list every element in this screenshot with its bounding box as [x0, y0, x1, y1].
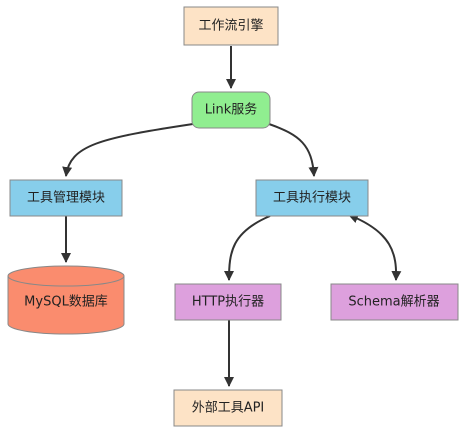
schema-parser-box: [330, 283, 459, 321]
tool-management-label: 工具管理模块: [27, 191, 105, 206]
node-http-executor: HTTP执行器: [174, 283, 282, 321]
mysql-database-cylinder-top: [7, 275, 125, 287]
tool-management-box: [9, 179, 123, 217]
edge-tool-execution-to-http-executor: [224, 215, 271, 281]
workflow-engine-label: 工作流引擎: [198, 19, 263, 34]
http-executor-label: HTTP执行器: [192, 295, 264, 310]
edge-link-service-to-tool-execution: [268, 123, 319, 177]
external-api-label: 外部工具API: [192, 401, 265, 416]
node-schema-parser: Schema解析器: [330, 283, 459, 321]
edge-link-service-to-tool-management: [62, 123, 194, 177]
schema-parser-label: Schema解析器: [348, 295, 439, 310]
node-workflow-engine: 工作流引擎: [183, 6, 279, 46]
link-service-box: [191, 91, 271, 129]
tool-execution-label: 工具执行模块: [273, 191, 351, 206]
node-external-api: 外部工具API: [173, 389, 283, 427]
node-tool-management: 工具管理模块: [9, 179, 123, 217]
node-mysql-database: MySQL数据库: [7, 265, 125, 335]
mysql-database-label: MySQL数据库: [24, 294, 108, 310]
external-api-box: [173, 389, 283, 427]
tool-execution-box: [255, 179, 369, 217]
workflow-engine-box: [183, 6, 279, 46]
link-service-label: Link服务: [205, 102, 258, 118]
mysql-database-cylinder: [7, 265, 125, 335]
edge-tool-execution-schema-parser-bidirectional: [348, 213, 402, 281]
node-tool-execution: 工具执行模块: [255, 179, 369, 217]
edges: [61, 46, 402, 387]
node-link-service: Link服务: [191, 91, 271, 129]
http-executor-box: [174, 283, 282, 321]
